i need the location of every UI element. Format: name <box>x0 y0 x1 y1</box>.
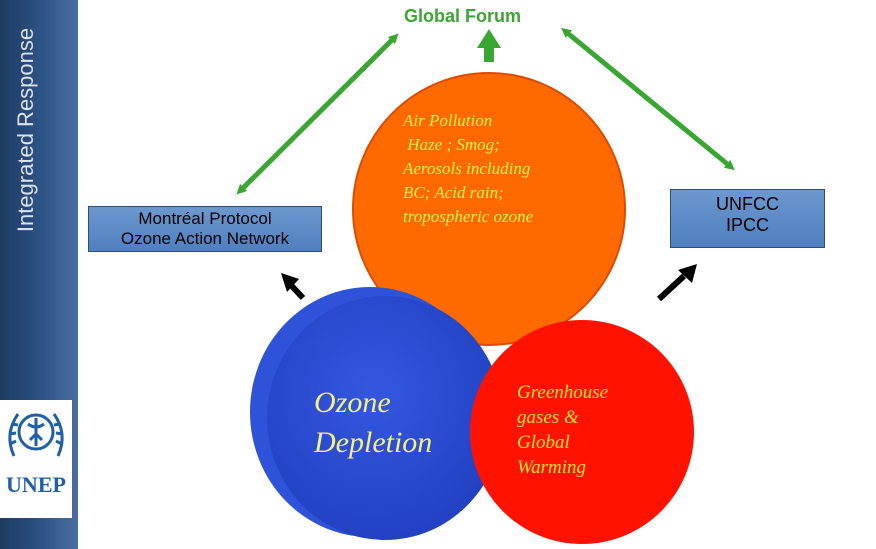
arrow-to-montreal-icon <box>281 273 306 301</box>
arrow-to-unfcc-icon <box>656 264 697 302</box>
unfcc-line-2: IPCC <box>725 215 769 235</box>
air-line-2: Haze ; Smog; <box>403 135 500 154</box>
ozone-line-2: Depletion <box>314 426 433 459</box>
unfcc-box: UNFCC IPCC <box>670 189 825 248</box>
unep-logo: UNEP <box>0 400 72 518</box>
air-pollution-text: Air Pollution Haze ; Smog; Aerosols incl… <box>403 109 603 229</box>
ozone-line-1: Ozone <box>314 386 391 419</box>
air-line-5: tropospheric ozone <box>403 207 534 226</box>
montreal-line-2: Ozone Action Network <box>120 229 290 248</box>
ghg-line-2: gases & <box>517 407 579 428</box>
un-laurel-emblem-icon <box>8 413 64 457</box>
sidebar: Integrated Response UNEP <box>0 0 78 549</box>
air-line-4: BC; Acid rain; <box>403 183 504 202</box>
ozone-depletion-text: Ozone Depletion <box>314 383 432 463</box>
greenhouse-circle <box>470 320 694 544</box>
ghg-line-3: Global <box>517 432 570 453</box>
montreal-protocol-box: Montréal Protocol Ozone Action Network <box>88 206 322 252</box>
arrow-forum-unfcc <box>561 27 735 171</box>
montreal-line-1: Montréal Protocol <box>138 209 272 228</box>
ghg-line-4: Warming <box>517 457 586 478</box>
air-line-3: Aerosols including <box>403 159 531 178</box>
greenhouse-text: Greenhouse gases & Global Warming <box>517 380 608 480</box>
ozone-depletion-circle <box>267 296 503 540</box>
global-forum-label: Global Forum <box>404 6 521 26</box>
air-pollution-circle <box>352 72 626 346</box>
unfcc-line-1: UNFCC <box>716 194 779 214</box>
double-headed-arrow-icon <box>236 27 735 195</box>
up-arrow-icon <box>477 29 501 62</box>
logo-label: UNEP <box>6 472 66 497</box>
arrow-forum-montreal <box>236 33 399 195</box>
air-line-1: Air Pollution <box>403 111 493 130</box>
ghg-line-1: Greenhouse <box>517 382 609 403</box>
